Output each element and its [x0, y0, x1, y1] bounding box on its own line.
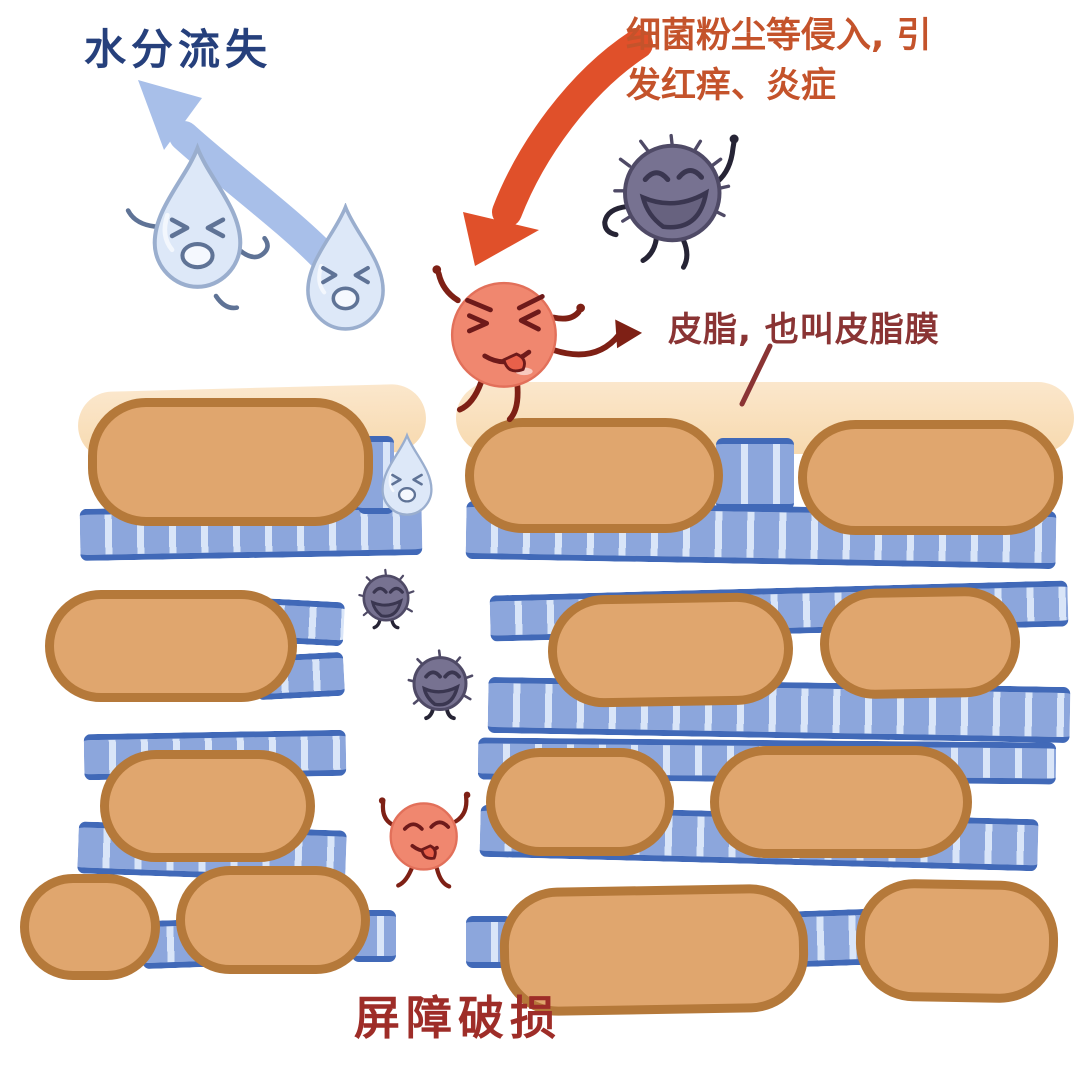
invasion-label: 细菌粉尘等侵入, 引 发红痒、炎症	[626, 12, 931, 111]
skin-cell	[798, 420, 1063, 535]
skin-cell	[88, 398, 373, 526]
invasion-arrow-icon	[463, 29, 653, 266]
sebum-label: 皮脂, 也叫皮脂膜	[668, 310, 940, 350]
water-drop-character	[125, 142, 270, 311]
barrier-damage-label: 屏障破损	[354, 991, 562, 1045]
bacteria-character	[358, 568, 415, 630]
skin-cell	[819, 586, 1021, 700]
skin-cell	[547, 591, 794, 709]
skin-cell	[100, 750, 315, 862]
invasion-label-line1: 细菌粉尘等侵入, 引	[626, 16, 932, 56]
sebum-leader-line	[739, 343, 773, 407]
lipid-band	[716, 438, 794, 510]
skin-cell	[710, 746, 972, 858]
water-drop-character	[381, 432, 433, 516]
invasion-label-line2: 发红痒、炎症	[626, 65, 837, 106]
skin-cell	[854, 878, 1060, 1004]
skin-cell	[465, 418, 723, 533]
irritant-character	[432, 265, 643, 423]
irritant-character	[378, 791, 471, 889]
skin-cell	[486, 748, 674, 856]
water-loss-label: 水分流失	[84, 25, 273, 74]
skin-cell	[45, 590, 297, 702]
skin-cell	[20, 874, 160, 980]
skin-cell	[176, 866, 370, 974]
bacteria-character	[407, 649, 474, 721]
bacteria-character	[602, 133, 739, 270]
water-drop-character	[306, 203, 385, 331]
